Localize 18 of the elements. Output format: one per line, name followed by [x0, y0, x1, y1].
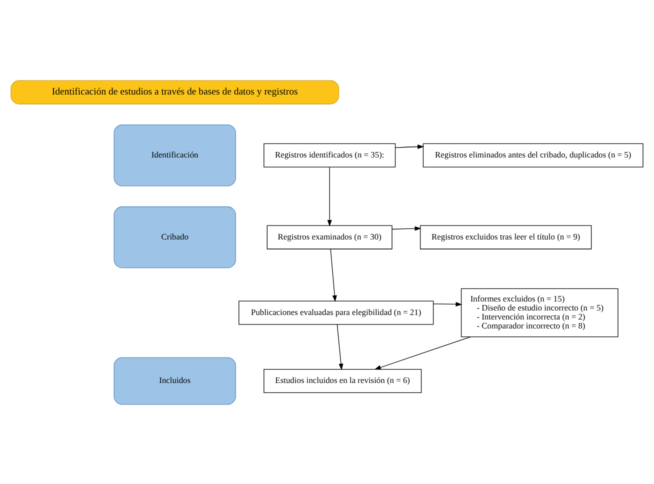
arrow: [336, 324, 344, 370]
arrow: [392, 226, 422, 230]
arrow: [327, 166, 332, 226]
node-box: Registros excluidos tras leer el título (n = 9): [420, 224, 592, 249]
node-box: Cribado: [114, 206, 236, 268]
node-box: Informes excluidos (n = 15) - Diseño de estudio incorrecto (n = 5) - Intervención incorrecta (n = 2) - Comparador incorrecto (n = 8): [460, 288, 618, 337]
node-box: Registros identificados (n = 35):: [264, 142, 396, 167]
arrow: [330, 248, 337, 302]
node-box: Identificación: [114, 124, 236, 186]
node-box: Incluidos: [114, 356, 236, 404]
node-box: Identificación de estudios a través de bases de datos y registros: [10, 80, 340, 104]
arrow: [433, 301, 462, 306]
node-box: Registros examinados (n = 30): [266, 224, 392, 249]
node-box: Estudios incluidos en la revisión (n = 6): [264, 368, 422, 393]
node-box: Registros eliminados antes del cribado, duplicados (n = 5): [422, 142, 644, 167]
arrow: [395, 144, 424, 149]
arrow: [374, 336, 472, 370]
node-box: Publicaciones evaluadas para elegibilidad (n = 21): [238, 300, 434, 324]
